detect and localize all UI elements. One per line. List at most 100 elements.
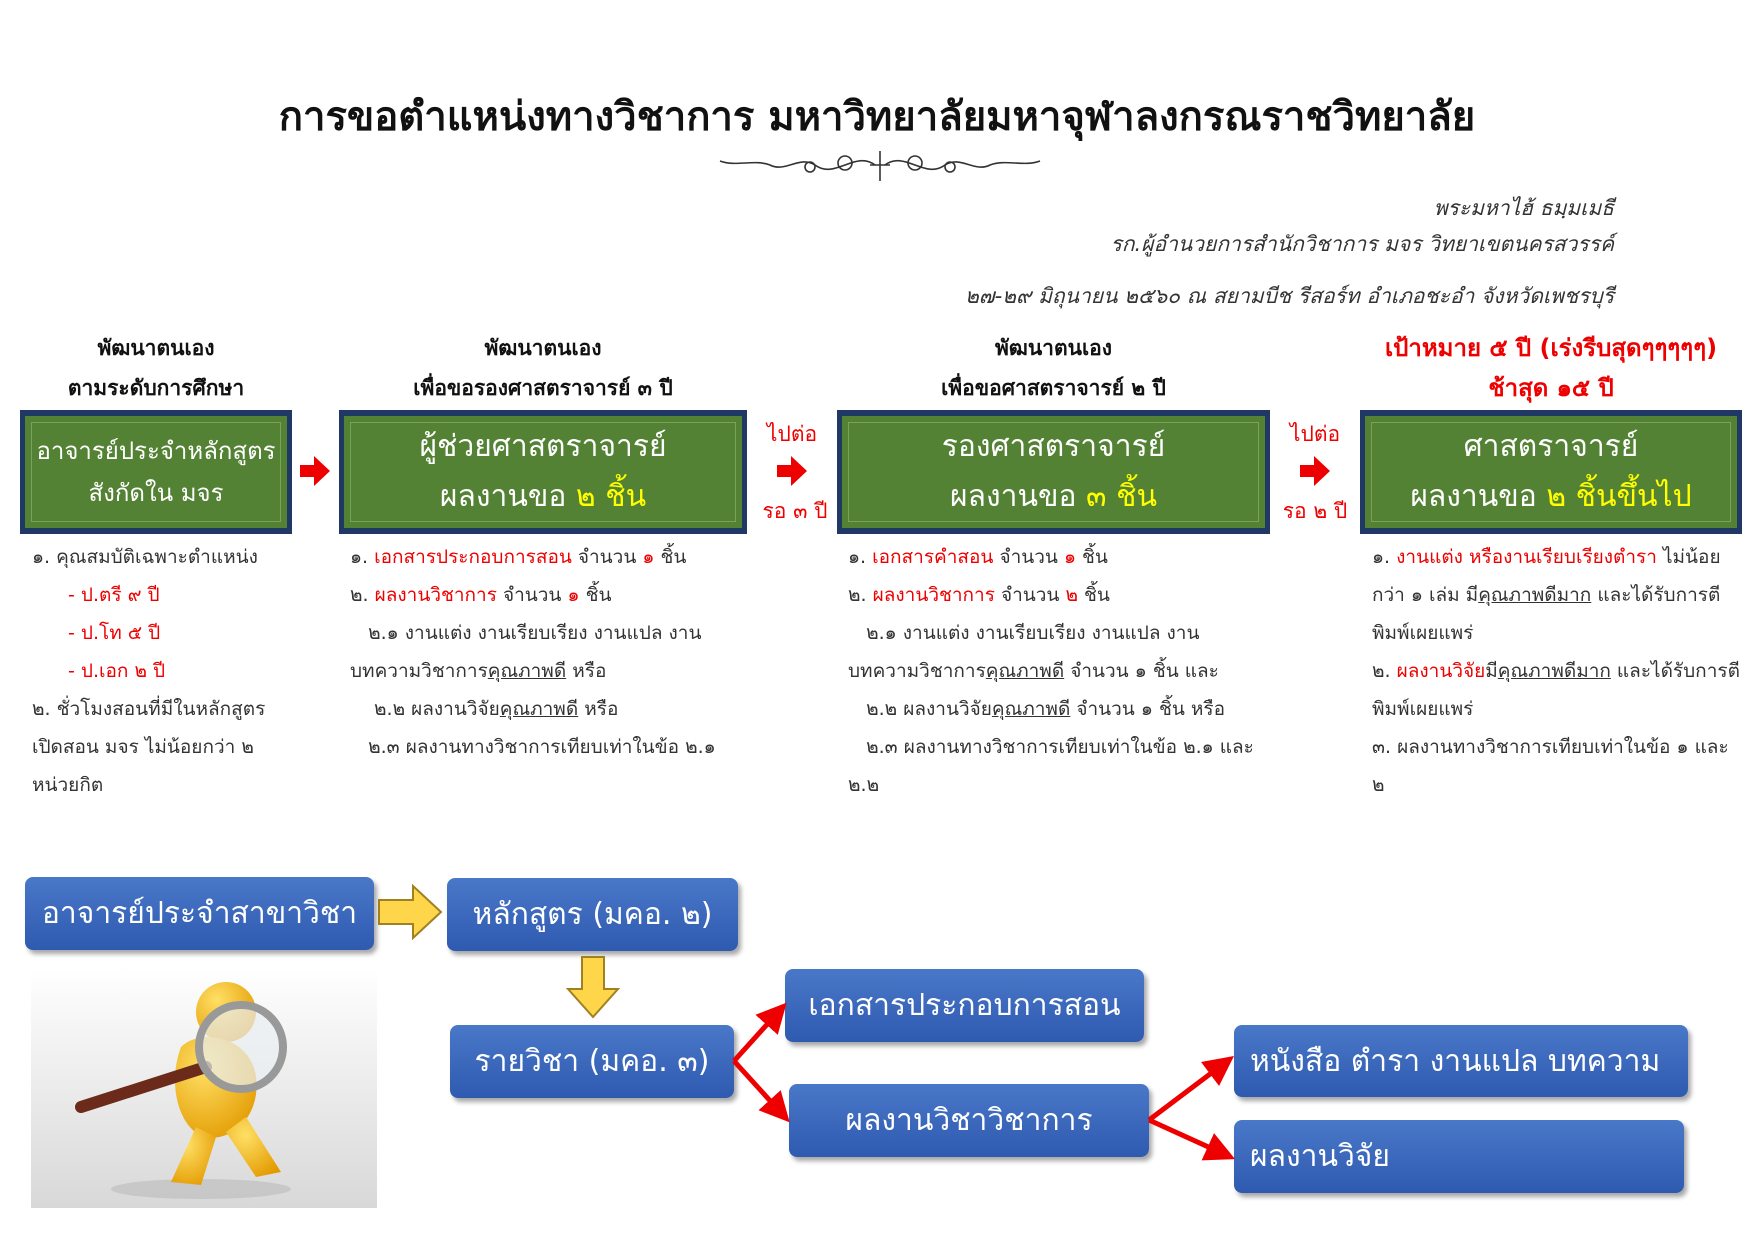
- highlight-text: ผลงานวิจัย: [1396, 660, 1486, 682]
- list-item: ๒.๒ ผลงานวิจัยคุณภาพดี หรือ: [350, 690, 750, 728]
- highlight-text: - ป.เอก ๒ ปี: [68, 660, 166, 682]
- box-title: ศาสตราจารย์: [1463, 429, 1639, 464]
- list-text: จำนวน: [994, 584, 1066, 606]
- box-title: อาจารย์ประจำหลักสูตร: [36, 437, 276, 465]
- column-header-line: พัฒนาตนเอง: [484, 336, 602, 360]
- highlight-text: ผลงานวิชาการ: [374, 584, 497, 606]
- box-subtitle-text: ผลงานขอ: [950, 479, 1087, 514]
- list-text: ๒.๓ ผลงานทางวิชาการเทียบเท่าในข้อ ๒.๑: [350, 736, 716, 758]
- underlined-text: คุณภาพดี: [991, 698, 1071, 720]
- flow-academic-work: ผลงานวิชาวิชาการ: [789, 1084, 1149, 1157]
- list-text: จำนวน ๑ ชิ้น หรือ: [1070, 698, 1226, 720]
- list-text: หรือ: [566, 660, 607, 682]
- column-header-line: ตามระดับการศึกษา: [67, 376, 245, 400]
- column-header-4: เป้าหมาย ๕ ปี (เร่งรีบสุดๆๆๆๆๆ) ช้าสุด ๑…: [1360, 328, 1742, 408]
- transition-wait-text: ไปต่อ: [1289, 422, 1341, 446]
- person-with-magnifier-illustration: [31, 967, 377, 1208]
- arrow-to-teaching-docs: [732, 1002, 787, 1063]
- box-count: ๓ ชิ้น: [1086, 479, 1157, 514]
- list-text: และได้รับการตีพิมพ์เผยแพร่: [1372, 584, 1721, 644]
- list-text: ๒.๒ ผลงานวิจัย: [848, 698, 992, 720]
- list-item: ๒.๒ ผลงานวิจัยคุณภาพดี จำนวน ๑ ชิ้น หรือ: [848, 690, 1268, 728]
- requirements-list: ๑. งานแต่ง หรืองานเรียบเรียงตำรา ไม่น้อย…: [1372, 538, 1742, 804]
- transition-wait-text: รอ ๒ ปี: [1282, 499, 1348, 523]
- author-position: รก.ผู้อำนวยการสำนักวิชาการ มจร วิทยาเขตน…: [1110, 232, 1615, 256]
- box-associate-professor: รองศาสตราจารย์ ผลงานขอ ๓ ชิ้น: [837, 410, 1270, 534]
- list-text: ๒.๒ ผลงานวิจัย: [374, 698, 500, 720]
- highlight-text: ผลงานวิชาการ: [872, 584, 995, 606]
- right-arrow-icon: [378, 884, 443, 940]
- flow-curriculum: หลักสูตร (มคอ. ๒): [447, 878, 738, 951]
- list-text: ไม่น้อยกว่า ๑ เล่ม มี: [1372, 546, 1721, 606]
- arrow-to-books: [1147, 1055, 1234, 1122]
- down-arrow-icon: [566, 956, 620, 1019]
- list-item: ๓. ผลงานทางวิชาการเทียบเท่าในข้อ ๑ และ ๒: [1372, 728, 1742, 804]
- highlight-text: เอกสารประกอบการสอน: [374, 546, 572, 568]
- highlight-text: ๑: [642, 546, 655, 568]
- list-item: ๒.๑ งานแต่ง งานเรียบเรียง งานแปล งานบทคว…: [350, 614, 750, 690]
- flow-teaching-docs: เอกสารประกอบการสอน: [785, 969, 1144, 1042]
- author-name: พระมหาไฮ้ ธมฺมเมธี: [1433, 196, 1614, 220]
- box-subtitle-text: สังกัดใน มจร: [88, 479, 224, 507]
- list-text: ๒. ชั่วโมงสอนที่มีในหลักสูตร เปิดสอน มจร…: [32, 698, 266, 796]
- ornament-divider-icon: [719, 151, 1041, 181]
- flow-research: ผลงานวิจัย: [1234, 1120, 1684, 1193]
- event-info: ๒๗-๒๙ มิถุนายน ๒๕๖๐ ณ สยามบีช รีสอร์ท อำ…: [964, 284, 1614, 308]
- column-header-line: เพื่อขอศาสตราจารย์ ๒ ปี: [941, 376, 1166, 400]
- box-subtitle: ผลงานขอ ๓ ชิ้น: [950, 472, 1157, 522]
- requirements-list: ๑. เอกสารคำสอน จำนวน ๑ ชิ้น๒. ผลงานวิชาก…: [848, 538, 1268, 804]
- box-count: ๒ ชิ้นขึ้นไป: [1546, 479, 1692, 514]
- list-item: ๒.๓ ผลงานทางวิชาการเทียบเท่าในข้อ ๒.๑: [350, 728, 750, 766]
- right-arrow-icon: [777, 456, 807, 486]
- requirements-list: ๑. คุณสมบัติเฉพาะตำแหน่ง- ป.ตรี ๙ ปี- ป.…: [32, 538, 292, 804]
- column-header-2: พัฒนาตนเอง เพื่อขอรองศาสตราจารย์ ๓ ปี: [339, 328, 747, 408]
- list-text: จำนวน: [993, 546, 1064, 568]
- box-count: ๒ ชิ้น: [575, 479, 647, 514]
- arrow-to-research: [1147, 1117, 1236, 1161]
- list-text: ๒.: [848, 584, 873, 606]
- transition-wait-text: รอ ๓ ปี: [762, 499, 828, 523]
- list-item: ๒. ชั่วโมงสอนที่มีในหลักสูตร เปิดสอน มจร…: [32, 690, 292, 804]
- list-item: ๑. เอกสารประกอบการสอน จำนวน ๑ ชิ้น: [350, 538, 750, 576]
- underlined-text: คุณภาพดี: [985, 660, 1065, 682]
- arrow-to-academic-work: [732, 1059, 790, 1123]
- box-professor: ศาสตราจารย์ ผลงานขอ ๒ ชิ้นขึ้นไป: [1360, 410, 1742, 534]
- box-subtitle-text: ผลงานขอ: [439, 479, 576, 514]
- list-text: หรือ: [578, 698, 619, 720]
- list-text: ๒.๑ งานแต่ง งานเรียบเรียง งานแปล งานบทคว…: [848, 622, 1200, 682]
- list-text: ๓. ผลงานทางวิชาการเทียบเท่าในข้อ ๑ และ ๒: [1372, 736, 1729, 796]
- underlined-text: คุณภาพดีมาก: [1478, 584, 1592, 606]
- list-item: ๒.๑ งานแต่ง งานเรียบเรียง งานแปล งานบทคว…: [848, 614, 1268, 690]
- box-program-lecturer: อาจารย์ประจำหลักสูตร สังกัดใน มจร: [20, 410, 292, 534]
- list-text: ชิ้น: [579, 584, 612, 606]
- list-text: ๑.: [1372, 546, 1397, 568]
- list-item: ๒. ผลงานวิชาการ จำนวน ๒ ชิ้น: [848, 576, 1268, 614]
- column-header-line: พัฒนาตนเอง: [995, 336, 1112, 360]
- highlight-text: ๑: [1063, 546, 1076, 568]
- list-text: ๒.๓ ผลงานทางวิชาการเทียบเท่าในข้อ ๒.๑ แล…: [848, 736, 1254, 796]
- highlight-text: - ป.ตรี ๙ ปี: [68, 584, 160, 606]
- box-title: รองศาสตราจารย์: [941, 429, 1166, 464]
- highlight-text: งานแต่ง หรืองานเรียบเรียงตำรา: [1396, 546, 1657, 568]
- list-text: ชิ้น: [654, 546, 687, 568]
- list-text: ๒.: [1372, 660, 1397, 682]
- box-subtitle-text: ผลงานขอ: [1410, 479, 1547, 514]
- list-text: จำนวน ๑ ชิ้น และ: [1064, 660, 1219, 682]
- highlight-text: เอกสารคำสอน: [872, 546, 994, 568]
- box-subtitle: สังกัดใน มจร: [88, 472, 223, 514]
- flow-books: หนังสือ ตำรา งานแปล บทความ: [1234, 1025, 1688, 1097]
- list-item: ๑. งานแต่ง หรืองานเรียบเรียงตำรา ไม่น้อย…: [1372, 538, 1742, 652]
- list-text: ๒.๑ งานแต่ง งานเรียบเรียง งานแปล งานบทคว…: [350, 622, 702, 682]
- page-title: การขอตำแหน่งทางวิชาการ มหาวิทยาลัยมหาจุฬ…: [278, 94, 1476, 140]
- underlined-text: คุณภาพดี: [499, 698, 579, 720]
- list-item: ๑. เอกสารคำสอน จำนวน ๑ ชิ้น: [848, 538, 1268, 576]
- underlined-text: คุณภาพดี: [487, 660, 567, 682]
- list-item: - ป.โท ๕ ปี: [32, 614, 292, 652]
- flow-course: รายวิชา (มคอ. ๓): [450, 1025, 734, 1098]
- list-text: และได้รับการตีพิมพ์เผยแพร่: [1372, 660, 1740, 720]
- column-header-line: เป้าหมาย ๕ ปี (เร่งรีบสุดๆๆๆๆๆ): [1384, 334, 1718, 362]
- list-text: มี: [1485, 660, 1498, 682]
- column-header-3: พัฒนาตนเอง เพื่อขอศาสตราจารย์ ๒ ปี: [837, 328, 1270, 408]
- column-header-1: พัฒนาตนเอง ตามระดับการศึกษา: [20, 328, 292, 408]
- underlined-text: คุณภาพดีมาก: [1497, 660, 1611, 682]
